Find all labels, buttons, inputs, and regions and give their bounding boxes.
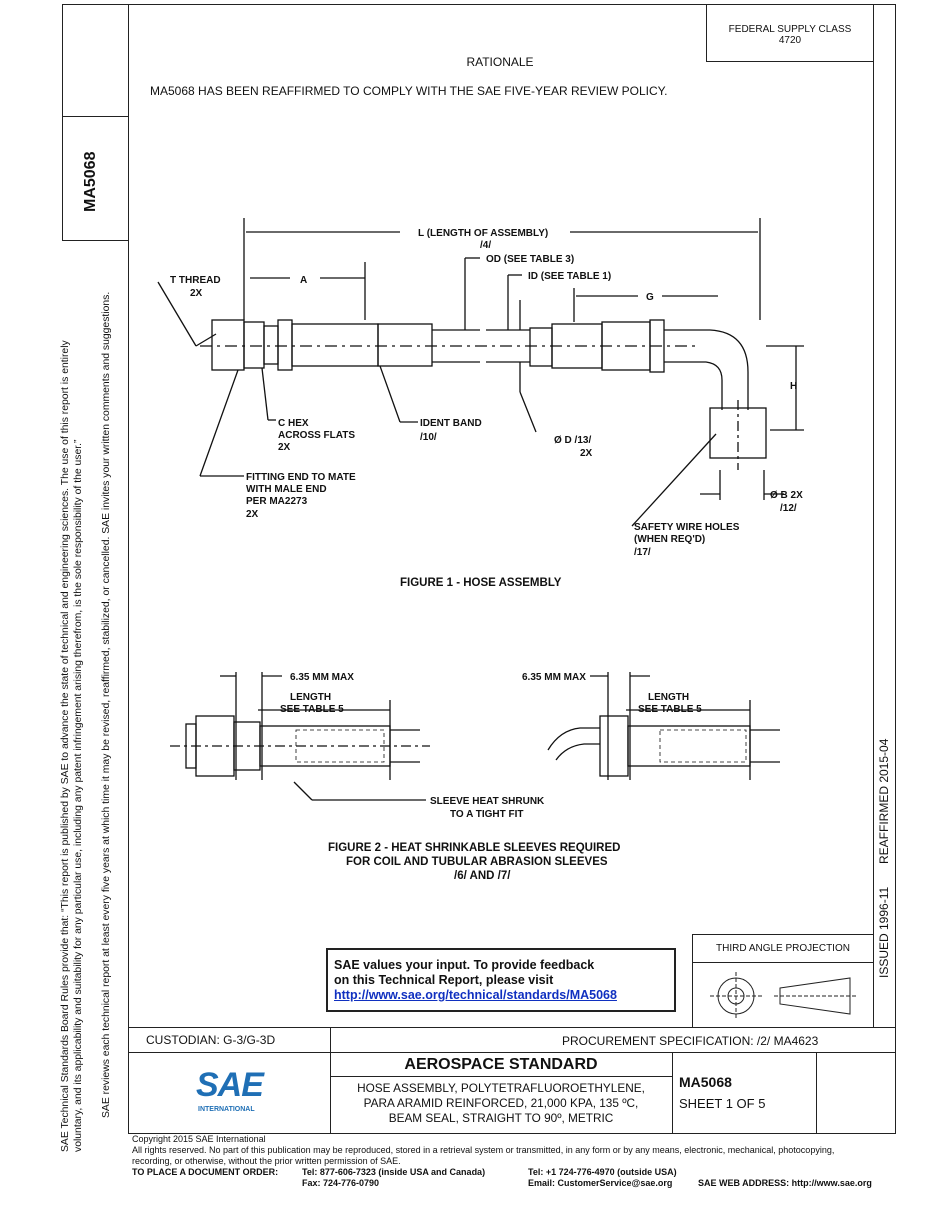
projection-divider bbox=[692, 962, 874, 963]
tb-v4 bbox=[330, 1028, 331, 1052]
tb-sheet: SHEET 1 OF 5 bbox=[679, 1096, 766, 1111]
sae-logo-text: SAE bbox=[196, 1066, 264, 1104]
label-h: H bbox=[790, 381, 797, 392]
board-rules-line1: SAE Technical Standards Board Rules prov… bbox=[60, 340, 71, 1152]
tb-v2 bbox=[672, 1052, 673, 1133]
label-safety2: (WHEN REQ'D) bbox=[634, 534, 705, 545]
tb-v3 bbox=[816, 1052, 817, 1133]
fig2-length-right: LENGTH bbox=[648, 692, 689, 703]
custodian: CUSTODIAN: G-3/G-3D bbox=[146, 1033, 276, 1047]
label-d: Ø D /13/ bbox=[554, 435, 591, 446]
fig2-max-left: 6.35 MM MAX bbox=[290, 672, 354, 683]
projection-label: THIRD ANGLE PROJECTION bbox=[716, 943, 850, 954]
reaffirmed-date: REAFFIRMED 2015-04 bbox=[877, 738, 891, 864]
side-doc-id: MA5068 bbox=[82, 151, 99, 212]
class-number: 4720 bbox=[778, 35, 802, 46]
frame-right bbox=[895, 4, 896, 1134]
label-t-thread: T THREAD bbox=[170, 275, 221, 286]
footer-web: SAE WEB ADDRESS: http://www.sae.org bbox=[698, 1178, 872, 1188]
issued-date: ISSUED 1996-11 bbox=[877, 886, 891, 978]
label-od: OD (SEE TABLE 3) bbox=[486, 254, 574, 265]
tb-mid bbox=[128, 1052, 896, 1053]
label-safety-note: /17/ bbox=[634, 547, 651, 558]
label-fitting-count: 2X bbox=[246, 509, 259, 520]
figure2-caption-line1: FIGURE 2 - HEAT SHRINKABLE SLEEVES REQUI… bbox=[328, 842, 620, 854]
figure2-caption-line3: /6/ AND /7/ bbox=[454, 870, 511, 882]
tb-title-underline bbox=[330, 1076, 672, 1077]
board-rules-line2: voluntary, and its applicability and sui… bbox=[73, 439, 84, 1152]
label-ident-band: IDENT BAND bbox=[420, 418, 482, 429]
side-divider1 bbox=[62, 116, 128, 117]
label-length: L (LENGTH OF ASSEMBLY) bbox=[418, 228, 548, 239]
fig2-length-left: LENGTH bbox=[290, 692, 331, 703]
tb-v1 bbox=[330, 1052, 331, 1133]
tb-doc-id: MA5068 bbox=[679, 1074, 732, 1090]
fig2-see-table-right: SEE TABLE 5 bbox=[638, 704, 702, 715]
tb-top bbox=[128, 1027, 896, 1028]
label-d-count: 2X bbox=[580, 448, 593, 459]
sae-logo-sub: INTERNATIONAL bbox=[198, 1106, 255, 1113]
label-length-note: /4/ bbox=[480, 240, 491, 251]
label-ident-note: /10/ bbox=[420, 432, 437, 443]
label-b-note: /12/ bbox=[780, 503, 797, 514]
aerospace-standard: AEROSPACE STANDARD bbox=[404, 1056, 598, 1073]
footer-tel1: Tel: 877-606-7323 (inside USA and Canada… bbox=[302, 1167, 486, 1177]
footer-tel2: Tel: +1 724-776-4970 (outside USA) bbox=[528, 1167, 677, 1177]
feedback-box: SAE values your input. To provide feedba… bbox=[326, 948, 676, 1012]
fig2-see-table-left: SEE TABLE 5 bbox=[280, 704, 344, 715]
procurement: PROCUREMENT SPECIFICATION: /2/ MA4623 bbox=[562, 1034, 819, 1048]
title-line2: PARA ARAMID REINFORCED, 21,000 KPA, 135 … bbox=[363, 1096, 639, 1110]
feedback-link[interactable]: http://www.sae.org/technical/standards/M… bbox=[334, 988, 617, 1002]
frame-top bbox=[62, 4, 896, 5]
label-c-hex: C HEX bbox=[278, 418, 309, 429]
federal-supply-box bbox=[706, 4, 874, 62]
footer-email: Email: CustomerService@sae.org bbox=[528, 1178, 673, 1188]
title-line3: BEAM SEAL, STRAIGHT TO 90º, METRIC bbox=[388, 1111, 614, 1125]
label-g: G bbox=[646, 292, 654, 303]
label-b: Ø B 2X bbox=[770, 490, 803, 501]
tb-bottom bbox=[128, 1133, 896, 1134]
label-t-count: 2X bbox=[190, 288, 203, 299]
rationale-text: MA5068 HAS BEEN REAFFIRMED TO COMPLY WIT… bbox=[150, 84, 668, 98]
label-c-count: 2X bbox=[278, 442, 291, 453]
label-safety1: SAFETY WIRE HOLES bbox=[634, 522, 740, 533]
projection-symbol bbox=[710, 972, 858, 1020]
fig2-sleeve2: TO A TIGHT FIT bbox=[450, 809, 524, 820]
rationale-heading: RATIONALE bbox=[466, 55, 534, 69]
label-fitting1: FITTING END TO MATE bbox=[246, 472, 356, 483]
label-a: A bbox=[300, 275, 307, 286]
feedback-line1: SAE values your input. To provide feedba… bbox=[334, 958, 595, 972]
hose-drawing: L (LENGTH OF ASSEMBLY) /4/ OD (SEE TABLE… bbox=[157, 218, 804, 882]
title-line1: HOSE ASSEMBLY, POLYTETRAFLUOROETHYLENE, bbox=[357, 1081, 645, 1095]
footer-copyright: Copyright 2015 SAE International bbox=[132, 1134, 266, 1144]
footer-rights1: All rights reserved. No part of this pub… bbox=[132, 1145, 835, 1155]
review-text: SAE reviews each technical report at lea… bbox=[101, 291, 112, 1118]
label-id: ID (SEE TABLE 1) bbox=[528, 271, 611, 282]
fig2-max-right: 6.35 MM MAX bbox=[522, 672, 586, 683]
label-fitting2: WITH MALE END bbox=[246, 484, 327, 495]
figure2-caption-line2: FOR COIL AND TUBULAR ABRASION SLEEVES bbox=[346, 856, 608, 868]
label-across-flats: ACROSS FLATS bbox=[278, 430, 355, 441]
federal-supply-class: FEDERAL SUPPLY CLASS bbox=[728, 24, 852, 35]
side-divider2 bbox=[62, 240, 128, 241]
fig2-sleeve1: SLEEVE HEAT SHRUNK bbox=[430, 796, 545, 807]
footer-rights2: recording, or otherwise, without the pri… bbox=[132, 1156, 401, 1166]
figure1-caption: FIGURE 1 - HOSE ASSEMBLY bbox=[400, 577, 562, 589]
frame-right-inner bbox=[873, 4, 874, 1028]
frame-left bbox=[62, 4, 63, 240]
feedback-line2: on this Technical Report, please visit bbox=[334, 973, 554, 987]
label-fitting3: PER MA2273 bbox=[246, 496, 308, 507]
frame-inner-left bbox=[128, 4, 129, 1134]
footer-order: TO PLACE A DOCUMENT ORDER: bbox=[132, 1167, 279, 1177]
footer-fax: Fax: 724-776-0790 bbox=[302, 1178, 380, 1188]
